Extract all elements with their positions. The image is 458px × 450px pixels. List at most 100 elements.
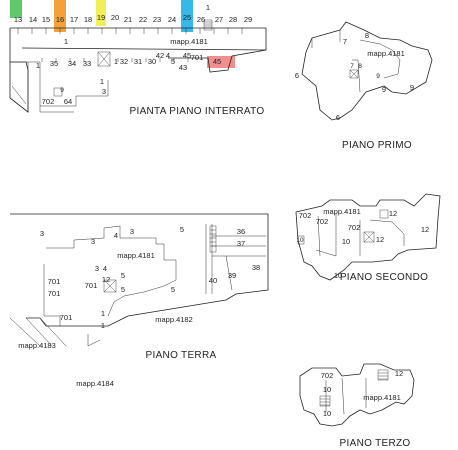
second-label-12a: 12 xyxy=(389,209,397,218)
second-parcel-4181: mapp.4181 xyxy=(323,207,361,216)
ground-label-4b: 4 xyxy=(103,264,107,273)
first-label-6b: 6 xyxy=(336,113,340,122)
third-label-10a: 10 xyxy=(323,385,331,394)
third-label-10b: 10 xyxy=(323,409,331,418)
basement-top-20: 20 xyxy=(111,13,119,22)
ground-title: PIANO TERRA xyxy=(146,350,217,361)
first-title: PIANO PRIMO xyxy=(342,140,412,151)
first-label-7b: 7 xyxy=(350,63,354,70)
ground-label-5a: 5 xyxy=(180,225,184,234)
basement-label-4: 4 xyxy=(166,51,170,60)
second-floor-plan: 702 702 12 702 10 12 10 12 10 mapp.4181 … xyxy=(295,193,441,283)
ground-parcel-4183: mapp.4183 xyxy=(18,341,56,350)
basement-label-42: 42 xyxy=(156,51,164,60)
third-title: PIANO TERZO xyxy=(340,438,411,449)
second-label-10a: 10 xyxy=(342,237,350,246)
ground-parcel-4182: mapp.4182 xyxy=(155,315,193,324)
first-label-8b: 8 xyxy=(358,63,362,70)
ground-label-12: 12 xyxy=(102,275,110,284)
highlight-green xyxy=(10,0,22,18)
basement-label-1c: 1 xyxy=(36,61,40,70)
ground-label-39: 39 xyxy=(228,271,236,280)
ground-parcel-4181: mapp.4181 xyxy=(117,251,155,260)
basement-top-13: 13 xyxy=(14,15,22,24)
basement-label-45b: 45 xyxy=(213,57,221,66)
basement-top-14: 14 xyxy=(29,15,37,24)
basement-top-28: 28 xyxy=(229,15,237,24)
ground-label-1a: 1 xyxy=(101,309,105,318)
basement-top-17: 17 xyxy=(70,15,78,24)
basement-top-25: 25 xyxy=(183,13,191,22)
ground-label-40: 40 xyxy=(209,276,217,285)
first-label-9b: 9 xyxy=(410,83,414,92)
basement-bottom-31: 31 xyxy=(134,57,142,66)
first-label-7a: 7 xyxy=(343,37,347,46)
ground-parcel-4184: mapp.4184 xyxy=(76,379,114,388)
basement-bottom-33: 33 xyxy=(83,59,91,68)
ground-label-37: 37 xyxy=(237,239,245,248)
basement-label-1d: 1 xyxy=(100,77,104,86)
second-label-10b: 10 xyxy=(334,271,342,280)
first-floor-plan: 7 8 6 9 6 9 7 8 9 mapp.4181 PIANO PRIMO xyxy=(295,21,433,151)
ground-floor-plan: 3 3 4 3 5 36 37 40 39 38 12 701 701 701 … xyxy=(9,213,269,388)
second-title: PIANO SECONDO xyxy=(340,272,428,283)
basement-plan: 13 14 15 16 17 18 19 20 21 22 23 24 25 2… xyxy=(9,0,267,117)
basement-top-23: 23 xyxy=(153,15,161,24)
basement-title: PIANTA PIANO INTERRATO xyxy=(130,106,265,117)
second-label-12b: 12 xyxy=(421,225,429,234)
basement-bottom-35: 35 xyxy=(50,59,58,68)
ground-label-5c: 5 xyxy=(121,285,125,294)
basement-label-702: 702 xyxy=(42,97,55,106)
ground-label-3d: 3 xyxy=(95,264,99,273)
basement-bottom-30: 30 xyxy=(148,57,156,66)
basement-bottom-43: 43 xyxy=(179,63,187,72)
basement-top-27: 27 xyxy=(215,15,223,24)
third-parcel-4181: mapp.4181 xyxy=(363,393,401,402)
ground-label-5b: 5 xyxy=(121,271,125,280)
third-label-12: 12 xyxy=(395,369,403,378)
basement-top-26: 26 xyxy=(197,15,205,24)
basement-bottom-34: 34 xyxy=(68,59,76,68)
third-label-702: 702 xyxy=(321,371,334,380)
first-label-6a: 6 xyxy=(295,71,299,80)
first-parcel-4181: mapp.4181 xyxy=(367,49,405,58)
basement-top-24: 24 xyxy=(168,15,176,24)
basement-label-9: 9 xyxy=(60,87,64,94)
ground-label-36: 36 xyxy=(237,227,245,236)
second-label-10c: 10 xyxy=(296,237,304,244)
basement-parcel-4181: mapp.4181 xyxy=(170,37,208,46)
basement-top-22: 22 xyxy=(139,15,147,24)
basement-top-18: 18 xyxy=(84,15,92,24)
basement-label-1a: 1 xyxy=(64,37,68,46)
second-label-12c: 12 xyxy=(376,235,384,244)
basement-top-16: 16 xyxy=(56,15,64,24)
basement-bottom-701: 701 xyxy=(191,53,204,62)
second-label-702b: 702 xyxy=(316,217,329,226)
ground-label-701c: 701 xyxy=(85,281,98,290)
basement-top-15: 15 xyxy=(42,15,50,24)
highlight-cyan xyxy=(181,0,193,32)
ground-label-701a: 701 xyxy=(48,277,61,286)
first-label-8a: 8 xyxy=(365,31,369,40)
basement-bottom-5: 5 xyxy=(171,57,175,66)
basement-top-21: 21 xyxy=(124,15,132,24)
first-label-9c: 9 xyxy=(376,73,380,80)
basement-label-1b: 1 xyxy=(206,3,210,12)
ground-label-701b: 701 xyxy=(48,289,61,298)
ground-label-4a: 4 xyxy=(114,231,118,240)
basement-label-45a: 45 xyxy=(183,51,191,60)
ground-label-3a: 3 xyxy=(40,229,44,238)
ground-label-1b: 1 xyxy=(101,321,105,330)
ground-label-701d: 701 xyxy=(60,313,73,322)
ground-label-3c: 3 xyxy=(130,227,134,236)
basement-label-3: 3 xyxy=(102,87,106,96)
second-label-702a: 702 xyxy=(299,211,312,220)
highlight-orange xyxy=(54,0,66,32)
basement-top-29: 29 xyxy=(244,15,252,24)
basement-top-19: 19 xyxy=(97,13,105,22)
basement-label-1e: 1 xyxy=(114,57,118,66)
ground-label-38: 38 xyxy=(252,263,260,272)
highlight-yellow xyxy=(96,0,106,26)
first-label-9a: 9 xyxy=(382,85,386,94)
